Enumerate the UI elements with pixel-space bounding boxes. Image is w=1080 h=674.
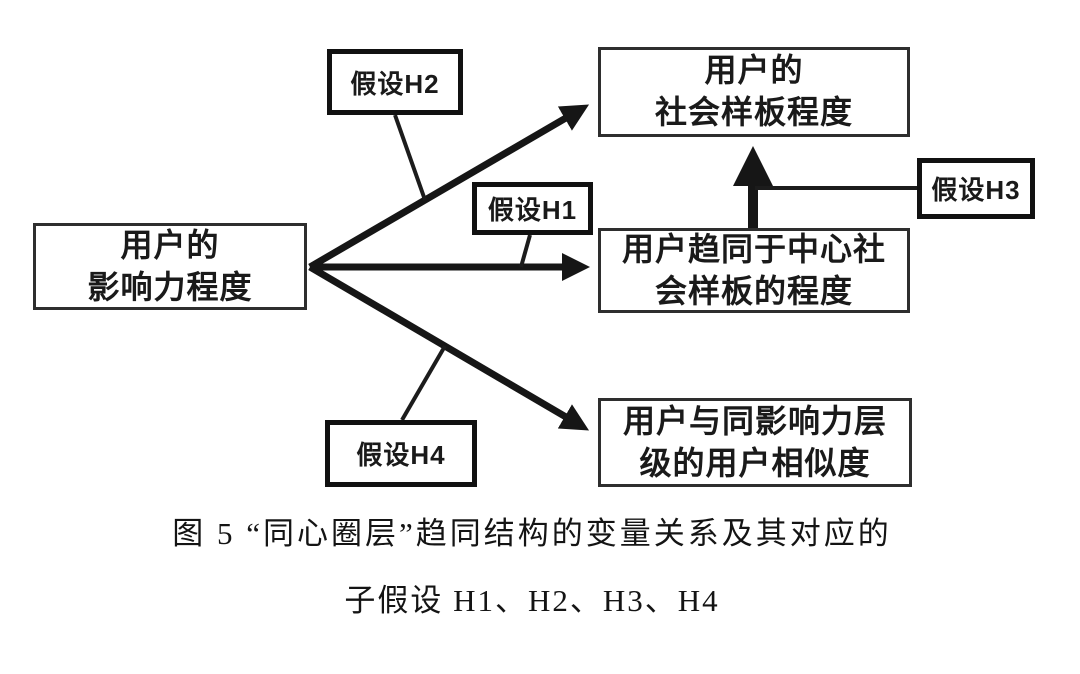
hypothesis-h3-text: 假设H3 [931, 175, 1021, 205]
node-user-similarity-line2: 级的用户相似度 [639, 444, 871, 481]
arrow-influence-to-social-model [308, 104, 590, 271]
connector-h4-line [400, 344, 447, 422]
node-convergence-line1: 用户趋同于中心社 [621, 230, 886, 267]
node-social-model-degree: 用户的 社会样板程度 [598, 47, 910, 137]
figure-caption: 图 5 “同心圈层”趋同结构的变量关系及其对应的 子假设 H1、H2、H3、H4 [0, 508, 1064, 620]
connector-h2-line [393, 114, 427, 201]
hypothesis-h4-text: 假设H4 [356, 440, 446, 470]
label-hypothesis-h3: 假设H3 [917, 158, 1035, 219]
figure-caption-line1: 图 5 “同心圈层”趋同结构的变量关系及其对应的 [172, 516, 892, 551]
node-convergence-line2: 会样板的程度 [654, 272, 853, 309]
node-user-similarity: 用户与同影响力层 级的用户相似度 [598, 398, 912, 487]
node-convergence-degree: 用户趋同于中心社 会样板的程度 [598, 228, 910, 313]
label-hypothesis-h1: 假设H1 [472, 182, 593, 235]
node-social-model-line2: 社会样板程度 [654, 94, 853, 130]
label-hypothesis-h4: 假设H4 [325, 420, 477, 487]
node-user-influence-line2: 影响力程度 [87, 268, 253, 305]
label-hypothesis-h2: 假设H2 [327, 49, 463, 115]
node-social-model-line1: 用户的 [704, 52, 804, 89]
figure-caption-line2: 子假设 H1、H2、H3、H4 [344, 583, 720, 618]
node-user-similarity-line1: 用户与同影响力层 [622, 402, 887, 439]
node-user-influence-line1: 用户的 [120, 226, 220, 263]
hypothesis-h1-text: 假设H1 [487, 195, 578, 225]
connector-h1-line [519, 234, 532, 268]
hypothesis-h2-text: 假设H2 [350, 68, 440, 99]
node-user-influence: 用户的 影响力程度 [33, 223, 307, 310]
